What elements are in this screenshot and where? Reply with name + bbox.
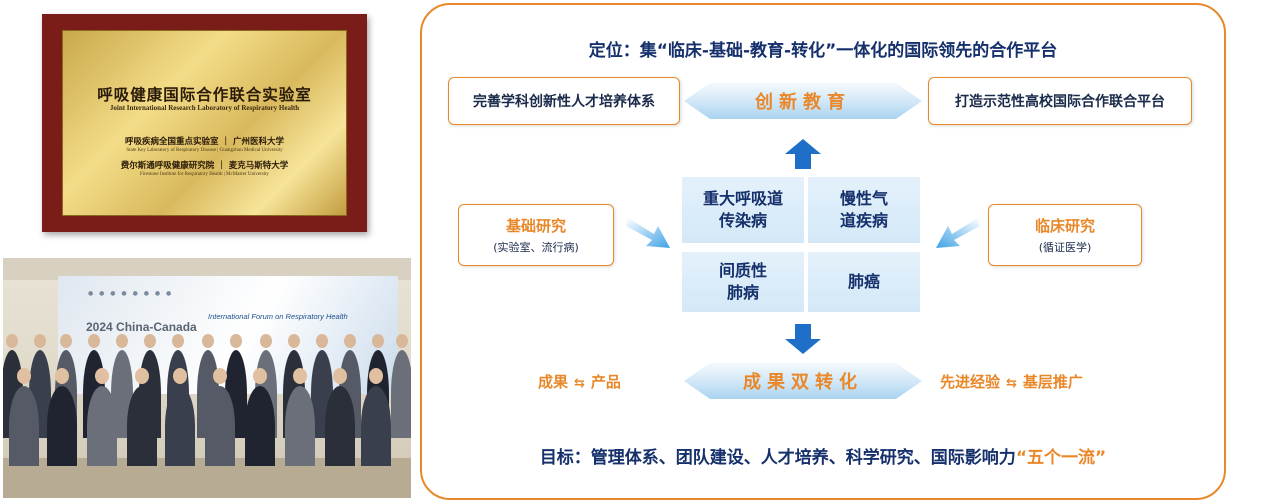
person-seated [245,386,275,466]
person-head [316,334,328,348]
person-head [260,334,272,348]
person-seated [361,386,391,466]
person-head [88,334,100,348]
quadrant-respiratory-infection: 重大呼吸道 传染病 [682,177,804,243]
person-head [173,368,187,384]
basic-research-sub: (实验室、流行病) [493,241,579,254]
quadrant-lung-cancer: 肺癌 [808,252,920,312]
person-head [333,368,347,384]
person-head [213,368,227,384]
person-head [396,334,408,348]
person-head [95,368,109,384]
quadrant-1-label: 重大呼吸道 传染病 [702,189,783,230]
person-head [369,368,383,384]
plaque-line-1: 呼吸疾病全国重点实验室 ｜ 广州医科大学 [125,137,284,147]
person-head [116,334,128,348]
person-seated [9,386,39,466]
person-seated [205,386,235,466]
quadrant-4-label: 肺癌 [847,272,880,291]
promotion-label: 基层推广 [1022,373,1083,391]
quadrant-chronic-airway: 慢性气 道疾病 [808,177,920,243]
arrow-left-icon [936,218,980,248]
person-head [144,334,156,348]
person-head [34,334,46,348]
talent-system-box: 完善学科创新性人才培养体系 [448,77,680,125]
banner-forum-title: International Forum on Respiratory Healt… [208,312,348,321]
plaque-line-1-en: State Key Laboratory of Respiratory Dise… [126,148,283,153]
person-head [60,334,72,348]
photo-wall [3,258,411,280]
platform-text: 打造示范性高校国际合作联合平台 [955,94,1165,110]
person-seated [285,386,315,466]
group-photo: ● ● ● ● ● ● ● ● 2024 China-Canada Intern… [3,258,411,498]
person-head [6,334,18,348]
person-seated [165,386,195,466]
results-products: 成果 ⇆ 产品 [538,371,621,392]
swap-icon: ⇆ [574,376,585,391]
person-head [344,334,356,348]
person-head [230,334,242,348]
person-seated [87,386,117,466]
person-seated [127,386,157,466]
arrow-up-icon [785,139,821,169]
person-head [55,368,69,384]
person-head [372,334,384,348]
goal-statement: 目标：管理体系、团队建设、人才培养、科学研究、国际影响力“五个一流” [422,443,1224,468]
quadrant-interstitial-lung: 间质性 肺病 [682,252,804,312]
experience-promotion: 先进经验 ⇆ 基层推广 [940,371,1083,392]
plaque-gold-plate: 呼吸健康国际合作联合实验室 Joint International Resear… [62,30,347,216]
positioning-statement: 定位：集“临床-基础-教育-转化”一体化的国际领先的合作平台 [588,41,1058,61]
dual-transformation-label: 成果双转化 [743,372,863,393]
person-head [202,334,214,348]
person-head [172,334,184,348]
swap-icon: ⇆ [1006,376,1017,391]
platform-panel: 定位：集“临床-基础-教育-转化”一体化的国际领先的合作平台 完善学科创新性人才… [420,3,1226,500]
person-seated [47,386,77,466]
banner-logos: ● ● ● ● ● ● ● ● [88,290,174,297]
quadrant-2-label: 慢性气 道疾病 [839,189,888,230]
goal-text: 目标：管理体系、团队建设、人才培养、科学研究、国际影响力 [539,448,1016,468]
clinical-research-sub: (循证医学) [1038,241,1092,254]
experience-label: 先进经验 [940,373,1001,391]
plaque-subtitle: Joint International Research Laboratory … [109,104,300,112]
plaque-line-2-en: Firestone Institute for Respiratory Heal… [140,172,269,177]
clinical-research-title: 临床研究 [1034,217,1095,235]
lab-plaque: 呼吸健康国际合作联合实验室 Joint International Resear… [42,14,367,232]
basic-research-title: 基础研究 [505,217,566,235]
innovation-education-ribbon: 创新教育 [684,83,922,119]
goal-highlight: “五个一流” [1015,448,1107,468]
results-label: 成果 [538,373,569,391]
clinical-research-box: 临床研究 (循证医学) [988,204,1142,266]
plaque-line-2: 费尔斯通呼吸健康研究院 ｜ 麦克马斯特大学 [120,161,289,171]
person-seated [325,386,355,466]
arrow-down-icon [785,324,821,354]
person-head [293,368,307,384]
talent-system-text: 完善学科创新性人才培养体系 [473,94,655,110]
person-standing [391,350,411,438]
basic-research-box: 基础研究 (实验室、流行病) [458,204,614,266]
person-head [253,368,267,384]
dual-transformation-ribbon: 成果双转化 [684,363,922,399]
plaque-title: 呼吸健康国际合作联合实验室 [97,85,312,104]
quadrant-3-label: 间质性 肺病 [718,261,767,302]
innovation-education-label: 创新教育 [755,92,851,113]
arrow-right-icon [626,218,670,248]
person-head [135,368,149,384]
products-label: 产品 [590,373,621,391]
banner-year: 2024 China-Canada [86,320,197,334]
person-head [288,334,300,348]
person-head [17,368,31,384]
platform-box: 打造示范性高校国际合作联合平台 [928,77,1192,125]
